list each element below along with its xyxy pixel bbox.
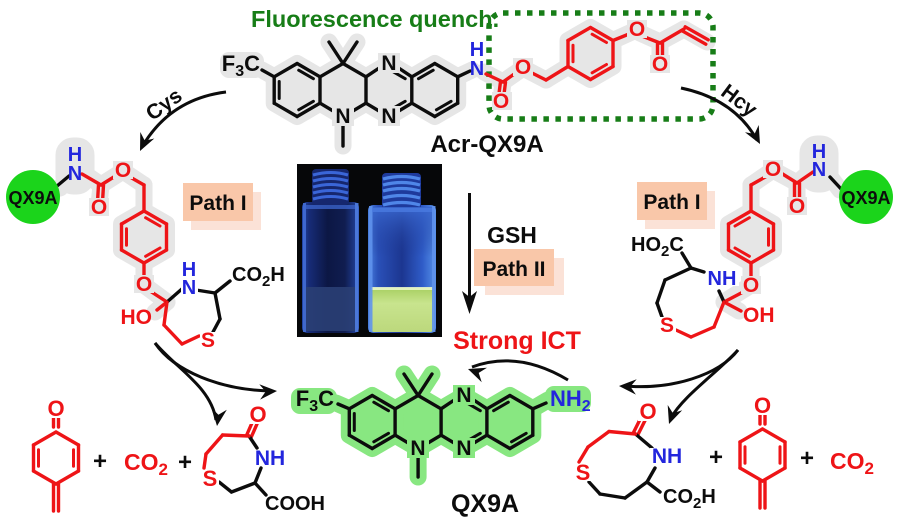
- svg-text:O: O: [115, 159, 131, 182]
- svg-text:N: N: [182, 277, 196, 299]
- svg-text:O: O: [629, 18, 645, 41]
- svg-text:Path I: Path I: [189, 192, 246, 215]
- svg-text:O: O: [136, 273, 152, 296]
- svg-text:O: O: [754, 393, 771, 418]
- svg-text:S: S: [660, 314, 674, 337]
- svg-text:S: S: [203, 466, 218, 491]
- svg-text:N: N: [812, 159, 826, 181]
- svg-text:QX9A: QX9A: [8, 188, 57, 208]
- svg-text:QX9A: QX9A: [841, 188, 890, 208]
- svg-text:COOH: COOH: [265, 493, 325, 515]
- svg-text:N: N: [410, 437, 425, 460]
- svg-text:N: N: [456, 437, 471, 460]
- svg-text:O: O: [249, 402, 266, 427]
- svg-text:N: N: [470, 58, 484, 80]
- svg-text:CO2H: CO2H: [232, 264, 285, 290]
- svg-text:CO2: CO2: [830, 448, 874, 478]
- svg-text:N: N: [381, 52, 396, 75]
- svg-text:N: N: [335, 105, 350, 128]
- svg-text:O: O: [639, 399, 656, 424]
- svg-text:O: O: [493, 90, 509, 113]
- svg-text:+: +: [800, 445, 814, 472]
- svg-text:GSH: GSH: [487, 222, 537, 248]
- svg-text:Acr-QX9A: Acr-QX9A: [430, 131, 543, 158]
- svg-text:Path I: Path I: [643, 191, 700, 214]
- svg-text:H: H: [68, 144, 82, 166]
- svg-text:O: O: [789, 195, 805, 218]
- svg-text:QX9A: QX9A: [451, 490, 519, 518]
- svg-text:F3C: F3C: [222, 51, 260, 80]
- svg-text:NH: NH: [708, 268, 737, 290]
- svg-text:CO2: CO2: [124, 449, 168, 479]
- svg-text:O: O: [47, 396, 64, 421]
- svg-text:O: O: [515, 56, 531, 79]
- svg-text:O: O: [652, 53, 668, 76]
- svg-text:Fluorescence quench.: Fluorescence quench.: [251, 6, 499, 32]
- svg-text:O: O: [765, 158, 781, 181]
- svg-text:H: H: [182, 259, 196, 281]
- svg-text:N: N: [381, 105, 396, 128]
- svg-text:N: N: [456, 384, 471, 407]
- svg-text:OH: OH: [743, 304, 775, 327]
- svg-text:O: O: [743, 274, 759, 297]
- svg-text:+: +: [93, 448, 107, 475]
- svg-text:HO: HO: [121, 306, 153, 329]
- svg-text:HO2C: HO2C: [631, 234, 684, 260]
- svg-text:S: S: [201, 329, 215, 352]
- svg-text:+: +: [178, 449, 192, 476]
- svg-text:CO2H: CO2H: [663, 486, 716, 512]
- svg-text:N: N: [68, 163, 82, 185]
- svg-text:NH: NH: [652, 445, 682, 468]
- svg-text:O: O: [91, 196, 107, 219]
- svg-text:+: +: [709, 444, 723, 471]
- svg-text:H: H: [812, 141, 826, 163]
- svg-text:Strong ICT: Strong ICT: [453, 327, 581, 355]
- svg-text:Path II: Path II: [482, 258, 545, 281]
- svg-text:NH: NH: [255, 447, 285, 470]
- svg-text:S: S: [576, 460, 591, 485]
- svg-text:H: H: [470, 39, 484, 61]
